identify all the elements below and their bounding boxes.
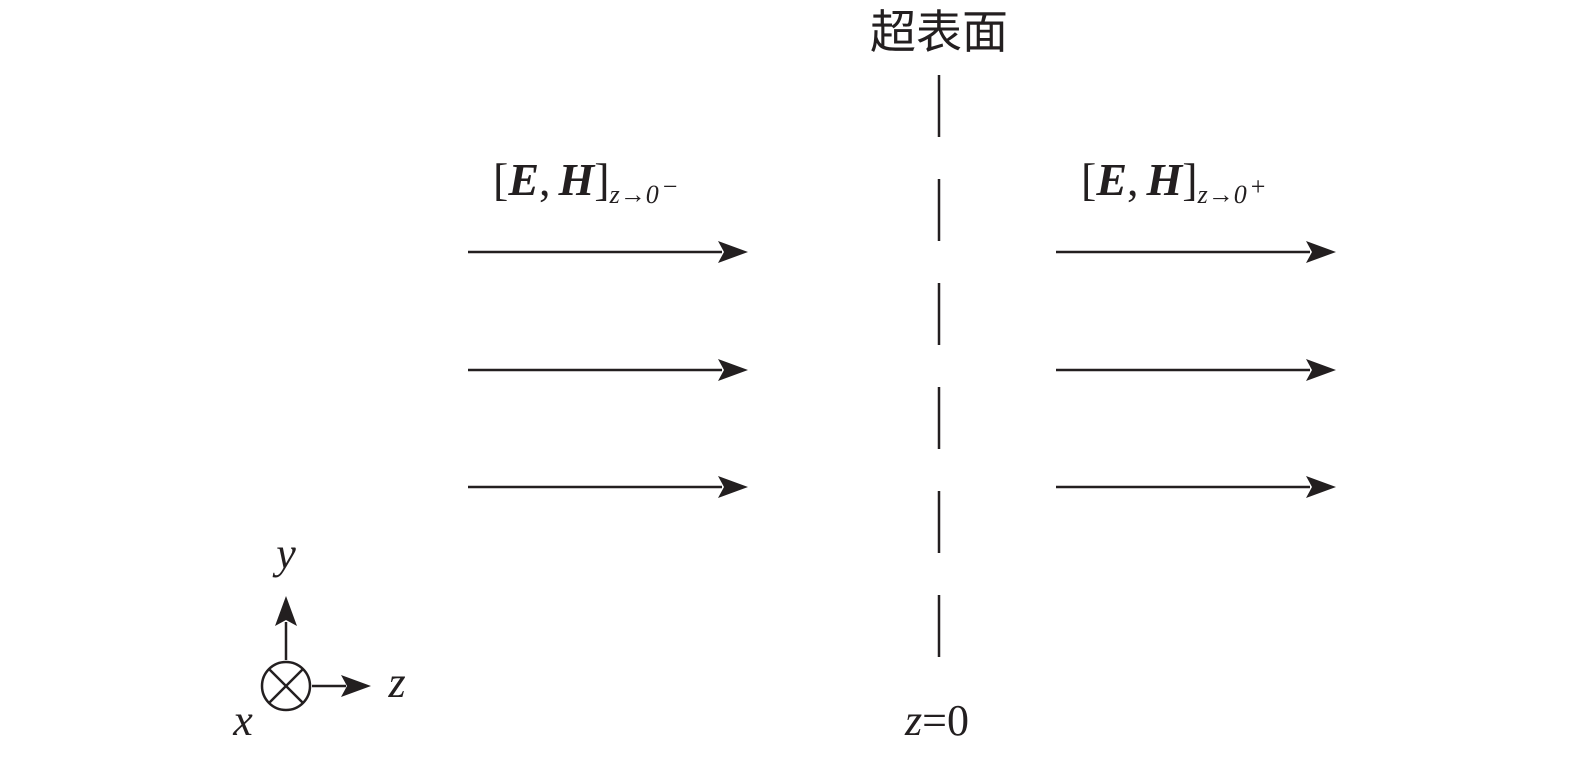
- right-bracket-close: ]: [1182, 154, 1197, 205]
- into-page-cross-icon: [260, 660, 312, 712]
- metasurface-title: 超表面: [870, 5, 1008, 59]
- right-e-vector: E: [1095, 154, 1127, 205]
- y-axis-arrowhead: [275, 596, 297, 626]
- left-bracket-open: [: [493, 154, 508, 205]
- right-field-label: [E,H]z→0+: [1081, 154, 1265, 209]
- left-e-vector: E: [507, 154, 539, 205]
- left-arrow-1: [468, 241, 748, 263]
- z-axis-label: z: [387, 658, 405, 707]
- right-arrow-1: [1056, 241, 1336, 263]
- left-arrow-2: [468, 359, 748, 381]
- right-arrow-3: [1056, 476, 1336, 498]
- left-sign: −: [663, 172, 678, 201]
- coordinate-axes: y z x: [232, 529, 405, 745]
- right-comma: ,: [1127, 154, 1139, 205]
- left-arrow-3: [468, 476, 748, 498]
- left-comma: ,: [539, 154, 551, 205]
- x-axis-label: x: [232, 696, 253, 745]
- y-axis-label: y: [272, 529, 296, 578]
- right-sign: +: [1251, 172, 1266, 201]
- right-arrow-2: [1056, 359, 1336, 381]
- z-axis-arrowhead: [341, 675, 371, 697]
- right-subscript: z→0: [1197, 180, 1247, 209]
- plane-label-z: z: [904, 696, 922, 745]
- left-h-vector: H: [558, 154, 596, 205]
- right-h-vector: H: [1146, 154, 1184, 205]
- right-bracket-open: [: [1081, 154, 1096, 205]
- plane-label-eq: =0: [922, 696, 969, 745]
- plane-label: z=0: [904, 696, 969, 745]
- left-subscript: z→0: [609, 180, 659, 209]
- left-field-label: [E,H]z→0−: [493, 154, 677, 209]
- left-bracket-close: ]: [594, 154, 609, 205]
